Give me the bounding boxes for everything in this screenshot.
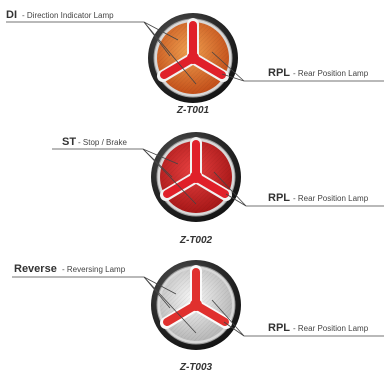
- right-desc-label: - Rear Position Lamp: [293, 324, 369, 333]
- lamp-z-t003: Reverse - Reversing Lamp RPL - Rear Posi…: [12, 260, 384, 373]
- right-code-label: RPL: [268, 67, 290, 79]
- left-leader-lines: [12, 276, 197, 334]
- left-leader-lines: [6, 21, 197, 85]
- model-label: Z-T002: [179, 235, 213, 246]
- left-leader-lines: [52, 148, 197, 205]
- right-desc-label: - Rear Position Lamp: [293, 194, 369, 203]
- right-code-label: RPL: [268, 192, 290, 204]
- right-leader-lines: [213, 171, 384, 207]
- lamp-z-t001: DI - Direction Indicator Lamp RPL - Rear…: [6, 9, 384, 116]
- right-code-label: RPL: [268, 322, 290, 334]
- right-leader-lines: [211, 299, 384, 337]
- right-leader-lines: [211, 51, 384, 82]
- model-label: Z-T003: [179, 362, 213, 373]
- right-desc-label: - Rear Position Lamp: [293, 69, 369, 78]
- left-desc-label: - Stop / Brake: [78, 138, 127, 147]
- left-code-label: Reverse: [14, 263, 57, 275]
- left-desc-label: - Reversing Lamp: [62, 265, 126, 274]
- lamp-z-t002: ST - Stop / Brake RPL - Rear Position La…: [52, 132, 384, 246]
- model-label: Z-T001: [176, 105, 210, 116]
- lamp-y-arms: [157, 18, 229, 82]
- left-desc-label: - Direction Indicator Lamp: [22, 11, 114, 20]
- left-code-label: DI: [6, 9, 17, 21]
- lamp-y-arms: [160, 137, 232, 201]
- left-code-label: ST: [62, 136, 76, 148]
- lamp-y-arms: [160, 265, 232, 329]
